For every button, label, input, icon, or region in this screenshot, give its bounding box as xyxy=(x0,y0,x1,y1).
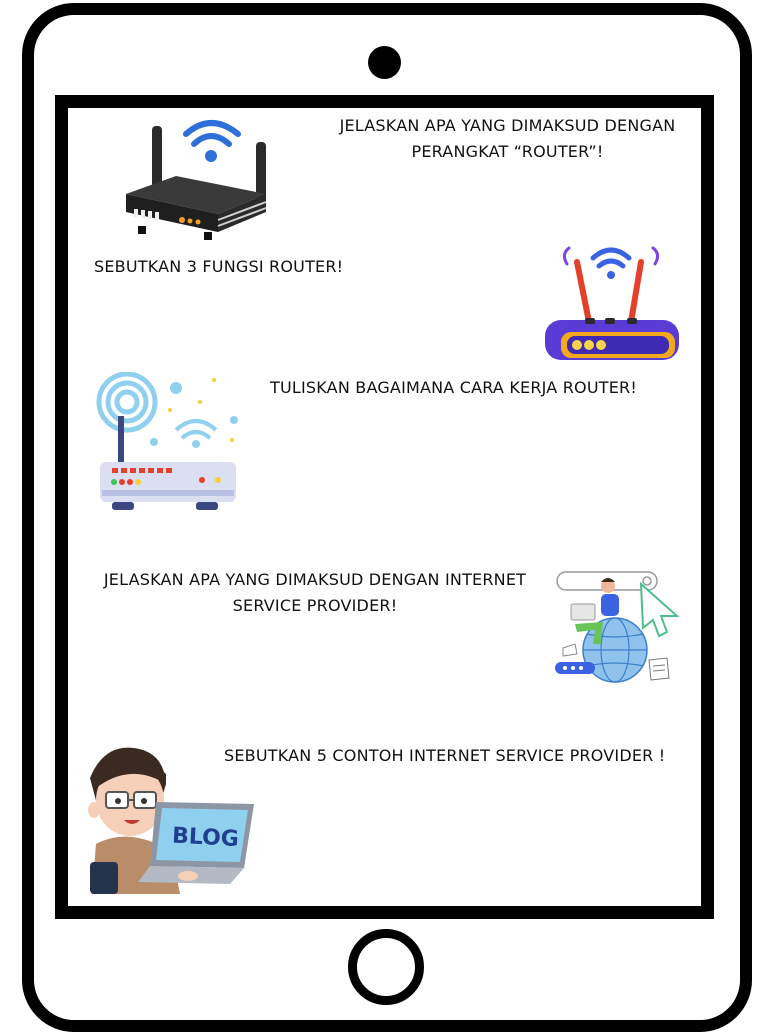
blog-label: BLOG xyxy=(171,824,239,852)
tablet-camera xyxy=(368,46,401,79)
person-globe-illustration xyxy=(555,571,680,683)
blogger-illustration: BLOG xyxy=(88,747,254,894)
question-1-line-1: JELASKAN APA YANG DIMAKSUD DENGAN xyxy=(339,116,676,135)
tablet-screen xyxy=(55,95,714,919)
cursor-icon xyxy=(639,581,680,638)
question-1-line-2: PERANGKAT “ROUTER”! xyxy=(411,142,604,161)
question-4-line-2: SERVICE PROVIDER! xyxy=(232,596,398,615)
wifi-icon xyxy=(562,246,660,269)
purple-router-illustration xyxy=(545,246,679,360)
question-4: JELASKAN APA YANG DIMAKSUD DENGAN INTERN… xyxy=(90,567,540,619)
wifi-rings-icon xyxy=(96,372,218,440)
wifi-icon xyxy=(183,120,241,147)
question-1: JELASKAN APA YANG DIMAKSUD DENGAN PERANG… xyxy=(320,113,695,165)
question-3: TULISKAN BAGAIMANA CARA KERJA ROUTER! xyxy=(270,378,637,397)
laptop-icon: BLOG xyxy=(138,802,254,884)
question-2: SEBUTKAN 3 FUNGSI ROUTER! xyxy=(94,257,344,276)
pastel-router-illustration xyxy=(96,372,238,510)
black-router-illustration xyxy=(126,120,267,240)
tablet-home-button[interactable] xyxy=(348,929,424,1005)
question-4-line-1: JELASKAN APA YANG DIMAKSUD DENGAN INTERN… xyxy=(103,570,527,589)
question-5: SEBUTKAN 5 CONTOH INTERNET SERVICE PROVI… xyxy=(224,746,666,765)
